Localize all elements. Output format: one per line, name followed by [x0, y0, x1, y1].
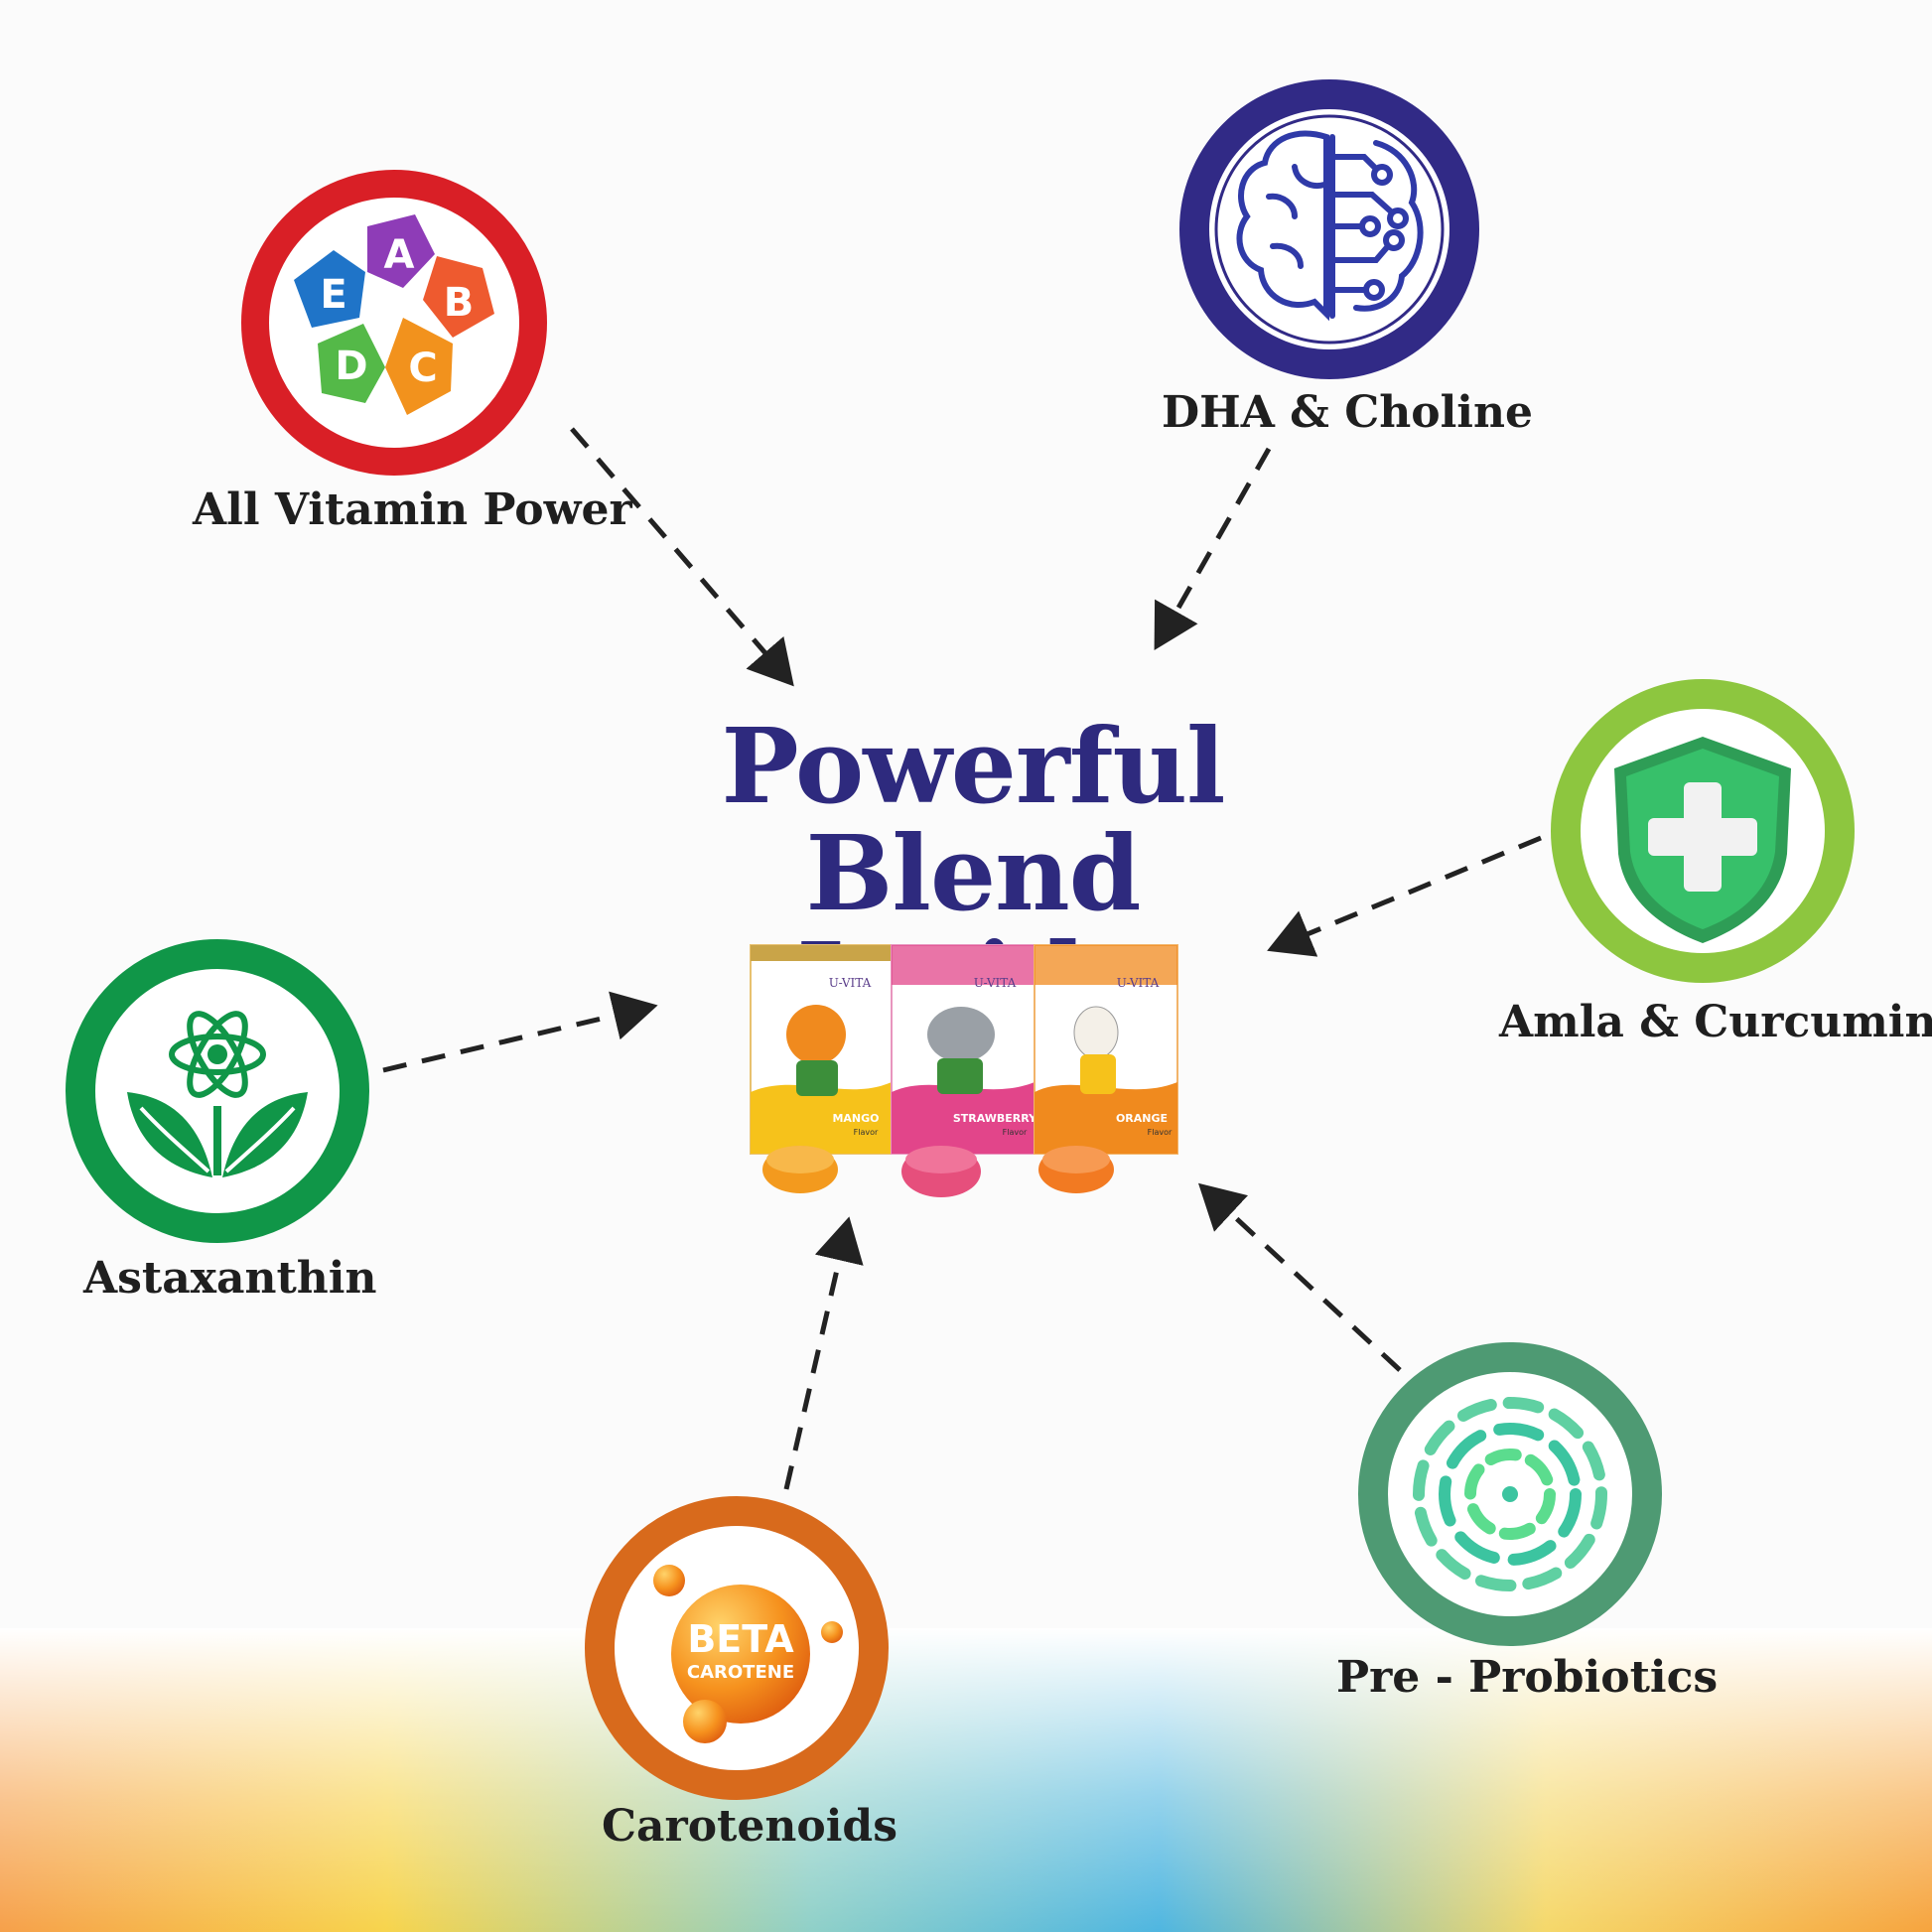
carotenoids-badge: BETA CAROTENE: [584, 1495, 890, 1801]
svg-text:Flavor: Flavor: [854, 1128, 879, 1137]
probiotics-label: Pre - Probiotics: [1336, 1652, 1719, 1703]
svg-text:MANGO: MANGO: [832, 1112, 879, 1125]
dha-label: DHA & Choline: [1162, 387, 1533, 438]
svg-text:Flavor: Flavor: [1148, 1128, 1173, 1137]
amla-label: Amla & Curcumin: [1499, 997, 1932, 1047]
astaxanthin-badge: [64, 937, 371, 1245]
arrow-vitamin: [570, 427, 794, 687]
pouch-orange: U-VITA ORANGE Flavor: [1034, 944, 1178, 1155]
svg-text:U-VITA: U-VITA: [829, 976, 872, 990]
probiotic-bacteria-icon: [1358, 1342, 1662, 1646]
beta-carotene-icon: BETA CAROTENE: [585, 1496, 889, 1800]
svg-text:B: B: [444, 280, 475, 326]
vitamin-label: All Vitamin Power: [193, 484, 632, 535]
gummies: [762, 1146, 1114, 1197]
svg-text:CAROTENE: CAROTENE: [687, 1662, 794, 1683]
svg-text:Flavor: Flavor: [1003, 1128, 1028, 1137]
watercolor-background: [0, 1628, 1932, 1932]
svg-text:E: E: [320, 272, 346, 318]
arrow-astaxanthin: [382, 991, 658, 1073]
svg-text:U-VITA: U-VITA: [1117, 976, 1160, 990]
svg-text:ORANGE: ORANGE: [1116, 1112, 1168, 1125]
arrow-amla: [1267, 835, 1542, 957]
pouch-mango: U-VITA MANGO Flavor: [750, 944, 893, 1155]
svg-text:STRAWBERRY: STRAWBERRY: [953, 1112, 1037, 1125]
arrow-dha: [1154, 447, 1272, 651]
svg-text:U-VITA: U-VITA: [974, 976, 1017, 990]
dha-badge: [1177, 77, 1481, 381]
headline-line-1: Powerful Blend: [721, 705, 1225, 934]
probiotics-badge: [1356, 1340, 1664, 1648]
shield-cross-icon: [1551, 679, 1855, 983]
product-image: U-VITA MANGO Flavor U-VITA STRAWBERRY Fl…: [750, 944, 1178, 1197]
pouch-strawberry: U-VITA STRAWBERRY Flavor: [891, 944, 1037, 1155]
vitamin-gems-icon: A B C D E: [241, 170, 547, 476]
arrow-probiotics: [1197, 1182, 1402, 1372]
svg-text:C: C: [408, 345, 437, 391]
vitamin-badge: A B C D E: [240, 169, 548, 477]
carotenoids-label: Carotenoids: [602, 1801, 897, 1852]
atom-leaves-icon: [66, 939, 369, 1243]
svg-text:A: A: [384, 232, 415, 278]
astaxanthin-label: Astaxanthin: [83, 1253, 377, 1304]
arrow-carotenoids: [783, 1216, 864, 1490]
svg-text:BETA: BETA: [687, 1617, 794, 1661]
brain-circuit-icon: [1179, 79, 1479, 379]
svg-text:D: D: [335, 344, 367, 389]
amla-badge: [1551, 679, 1855, 983]
